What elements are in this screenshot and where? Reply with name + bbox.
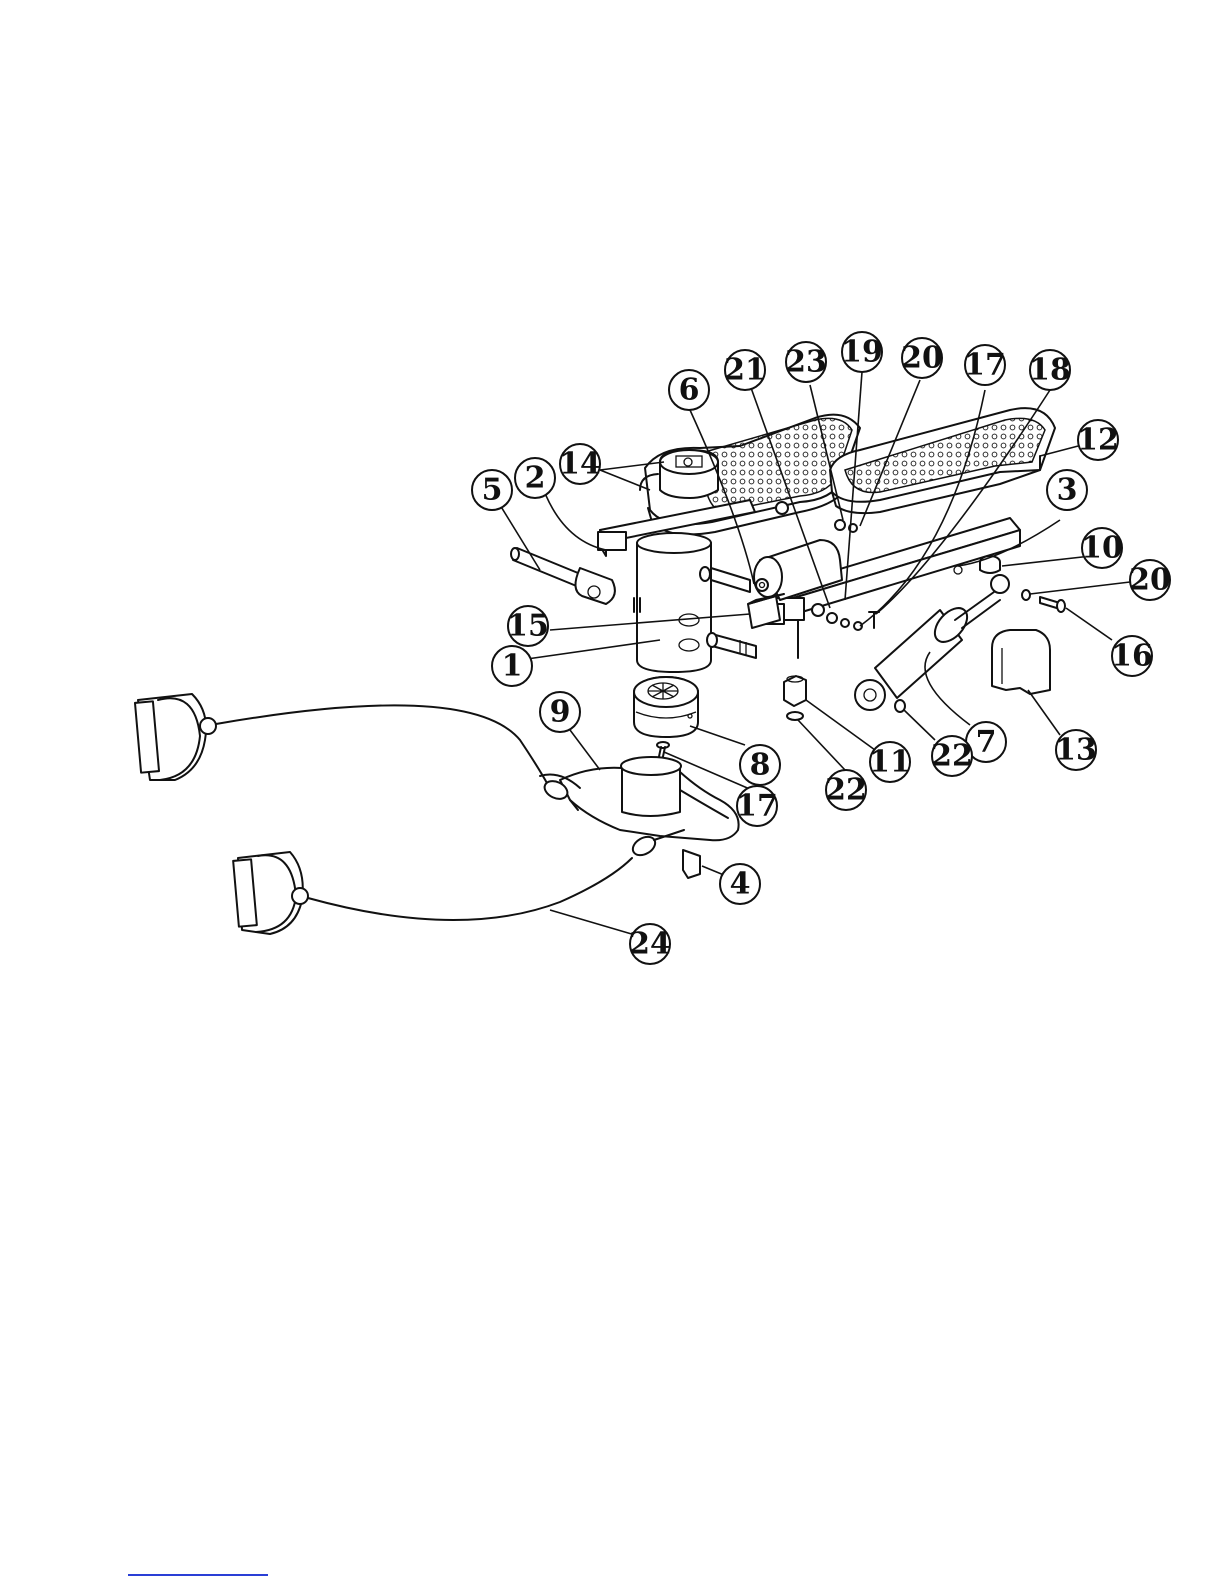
callout-12-label: 12 [1077,423,1119,458]
callout-14: 14 [559,444,601,484]
callout-3-label: 3 [1057,473,1078,508]
callout-5-label: 5 [482,473,503,508]
callout-21-label: 21 [724,353,766,388]
main-post [637,533,711,672]
callout-19: 19 [841,332,883,372]
shock-absorber [855,575,1009,710]
callout-9-label: 9 [550,695,571,730]
callout-18-label: 18 [1029,353,1071,388]
o-ring-22-right [895,700,905,712]
callout-11: 11 [869,742,911,782]
callout-2: 2 [515,458,555,498]
callout-15-label: 15 [507,609,549,644]
clip-4 [683,850,700,878]
callout-15: 15 [507,606,549,646]
callout-20-upper: 20 [901,338,943,378]
right-pedal [830,408,1055,513]
callout-2-label: 2 [525,461,546,496]
lower-axle [707,633,756,658]
callout-5: 5 [472,470,512,510]
bolt-16 [1022,590,1065,612]
wheel-8 [634,677,698,737]
callout-24: 24 [629,924,671,964]
callout-1: 1 [492,646,532,686]
callout-13: 13 [1055,730,1097,770]
callout-22-right: 22 [931,736,973,776]
upper-resistance-band [135,694,580,802]
callout-1-label: 1 [502,649,523,684]
callout-21: 21 [724,350,766,390]
callout-22-left-label: 22 [825,773,867,808]
left-axle [511,548,640,612]
callout-20-upper-label: 20 [901,341,943,376]
callout-22-right-label: 22 [931,739,973,774]
callout-8: 8 [740,745,780,785]
callout-23-label: 23 [785,345,827,380]
callout-24-label: 24 [629,927,671,962]
footer-link-underline [128,1574,268,1576]
callout-18: 18 [1029,350,1071,390]
callout-6: 6 [669,370,709,410]
callout-14-label: 14 [559,447,601,482]
spacer-11 [784,676,806,706]
callout-22-left: 22 [825,770,867,810]
callout-13-label: 13 [1055,733,1097,768]
callout-23: 23 [785,342,827,382]
callout-17-upper-label: 17 [964,348,1006,383]
o-ring-22-left [787,712,803,720]
base-9 [560,757,739,840]
callout-3: 3 [1047,470,1087,510]
callout-11-label: 11 [869,745,911,780]
callout-20-right-label: 20 [1129,563,1171,598]
callout-20-right: 20 [1129,560,1171,600]
callout-10-label: 10 [1081,531,1123,566]
callout-6-label: 6 [679,373,700,408]
callout-16: 16 [1111,636,1153,676]
callout-16-label: 16 [1111,639,1153,674]
callout-9: 9 [540,692,580,732]
callout-17-upper: 17 [964,345,1006,385]
callout-7-label: 7 [976,725,997,760]
end-cap-13 [992,630,1050,694]
callout-8-label: 8 [750,748,771,783]
lower-resistance-band [233,830,684,934]
callout-10: 10 [1081,528,1123,568]
callout-19-label: 19 [841,335,883,370]
callout-4: 4 [720,864,760,904]
callout-4-label: 4 [730,867,751,902]
callout-12: 12 [1077,420,1119,460]
callout-17-lower-label: 17 [736,789,778,824]
callout-17-lower: 17 [736,786,778,826]
